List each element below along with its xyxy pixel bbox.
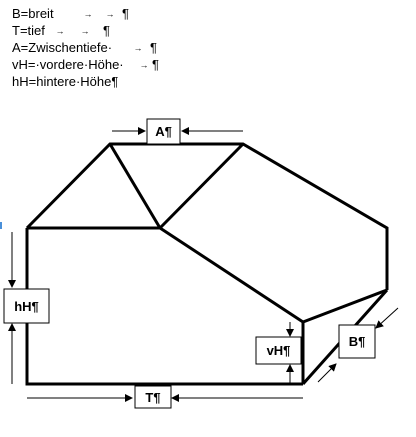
dimension-arrows: [8, 127, 399, 402]
tab-arrow-icon: →: [55, 26, 65, 36]
tab-arrow-icon: →: [105, 9, 115, 19]
label-vh: vH¶: [255, 336, 302, 365]
pilcrow-icon: ¶: [122, 6, 129, 21]
legend-term: vH=·vordere·Höhe·: [12, 57, 124, 72]
pilcrow-icon: ¶: [150, 40, 157, 55]
tab-arrow-icon: →: [133, 43, 143, 53]
legend-term: B=breit: [12, 6, 54, 21]
label-b-text: B¶: [349, 334, 366, 349]
arrow-b-upper-icon: [375, 307, 399, 329]
label-hh-text: hH¶: [14, 299, 39, 314]
pilcrow-icon: ¶: [152, 57, 159, 72]
tab-arrow-icon: →: [80, 26, 90, 36]
label-vh-text: vH¶: [267, 343, 291, 358]
legend: B=breit→→¶ T=tief→→¶ A=Zwischentiefe·→¶ …: [12, 5, 159, 90]
label-hh: hH¶: [3, 288, 50, 324]
legend-row-zwischentiefe: A=Zwischentiefe· → ¶: [12, 39, 159, 56]
ridge-right-edge: [158, 142, 245, 230]
legend-row-hintere-hoehe: hH=hintere·Höhe¶: [12, 73, 159, 90]
side-top-edge: [302, 288, 388, 324]
left-marker: [0, 222, 2, 229]
ridge-left-edge: [108, 143, 162, 229]
legend-row-breit: B=breit → → ¶: [12, 5, 159, 22]
legend-row-tief: T=tief → → ¶: [12, 22, 159, 39]
legend-term: T=tief: [12, 23, 45, 38]
label-a: A¶: [146, 118, 181, 145]
pilcrow-icon: ¶: [111, 74, 119, 89]
arrow-b-lower-icon: [317, 363, 337, 383]
label-t: T¶: [134, 385, 172, 409]
label-t-text: T¶: [145, 390, 160, 405]
label-b: B¶: [338, 324, 376, 359]
front-edges: [25, 228, 303, 386]
label-a-text: A¶: [155, 124, 172, 139]
slope-edge: [159, 226, 304, 324]
legend-term: hH=hintere·Höhe: [12, 74, 112, 89]
top-back-edges: [25, 142, 389, 290]
pilcrow-icon: ¶: [103, 23, 110, 38]
tab-arrow-icon: →: [83, 9, 93, 19]
solid-outline: [25, 142, 389, 386]
tab-arrow-icon: →: [139, 60, 149, 70]
legend-row-vordere-hoehe: vH=·vordere·Höhe· →¶: [12, 56, 159, 73]
legend-term: A=Zwischentiefe·: [12, 40, 113, 55]
